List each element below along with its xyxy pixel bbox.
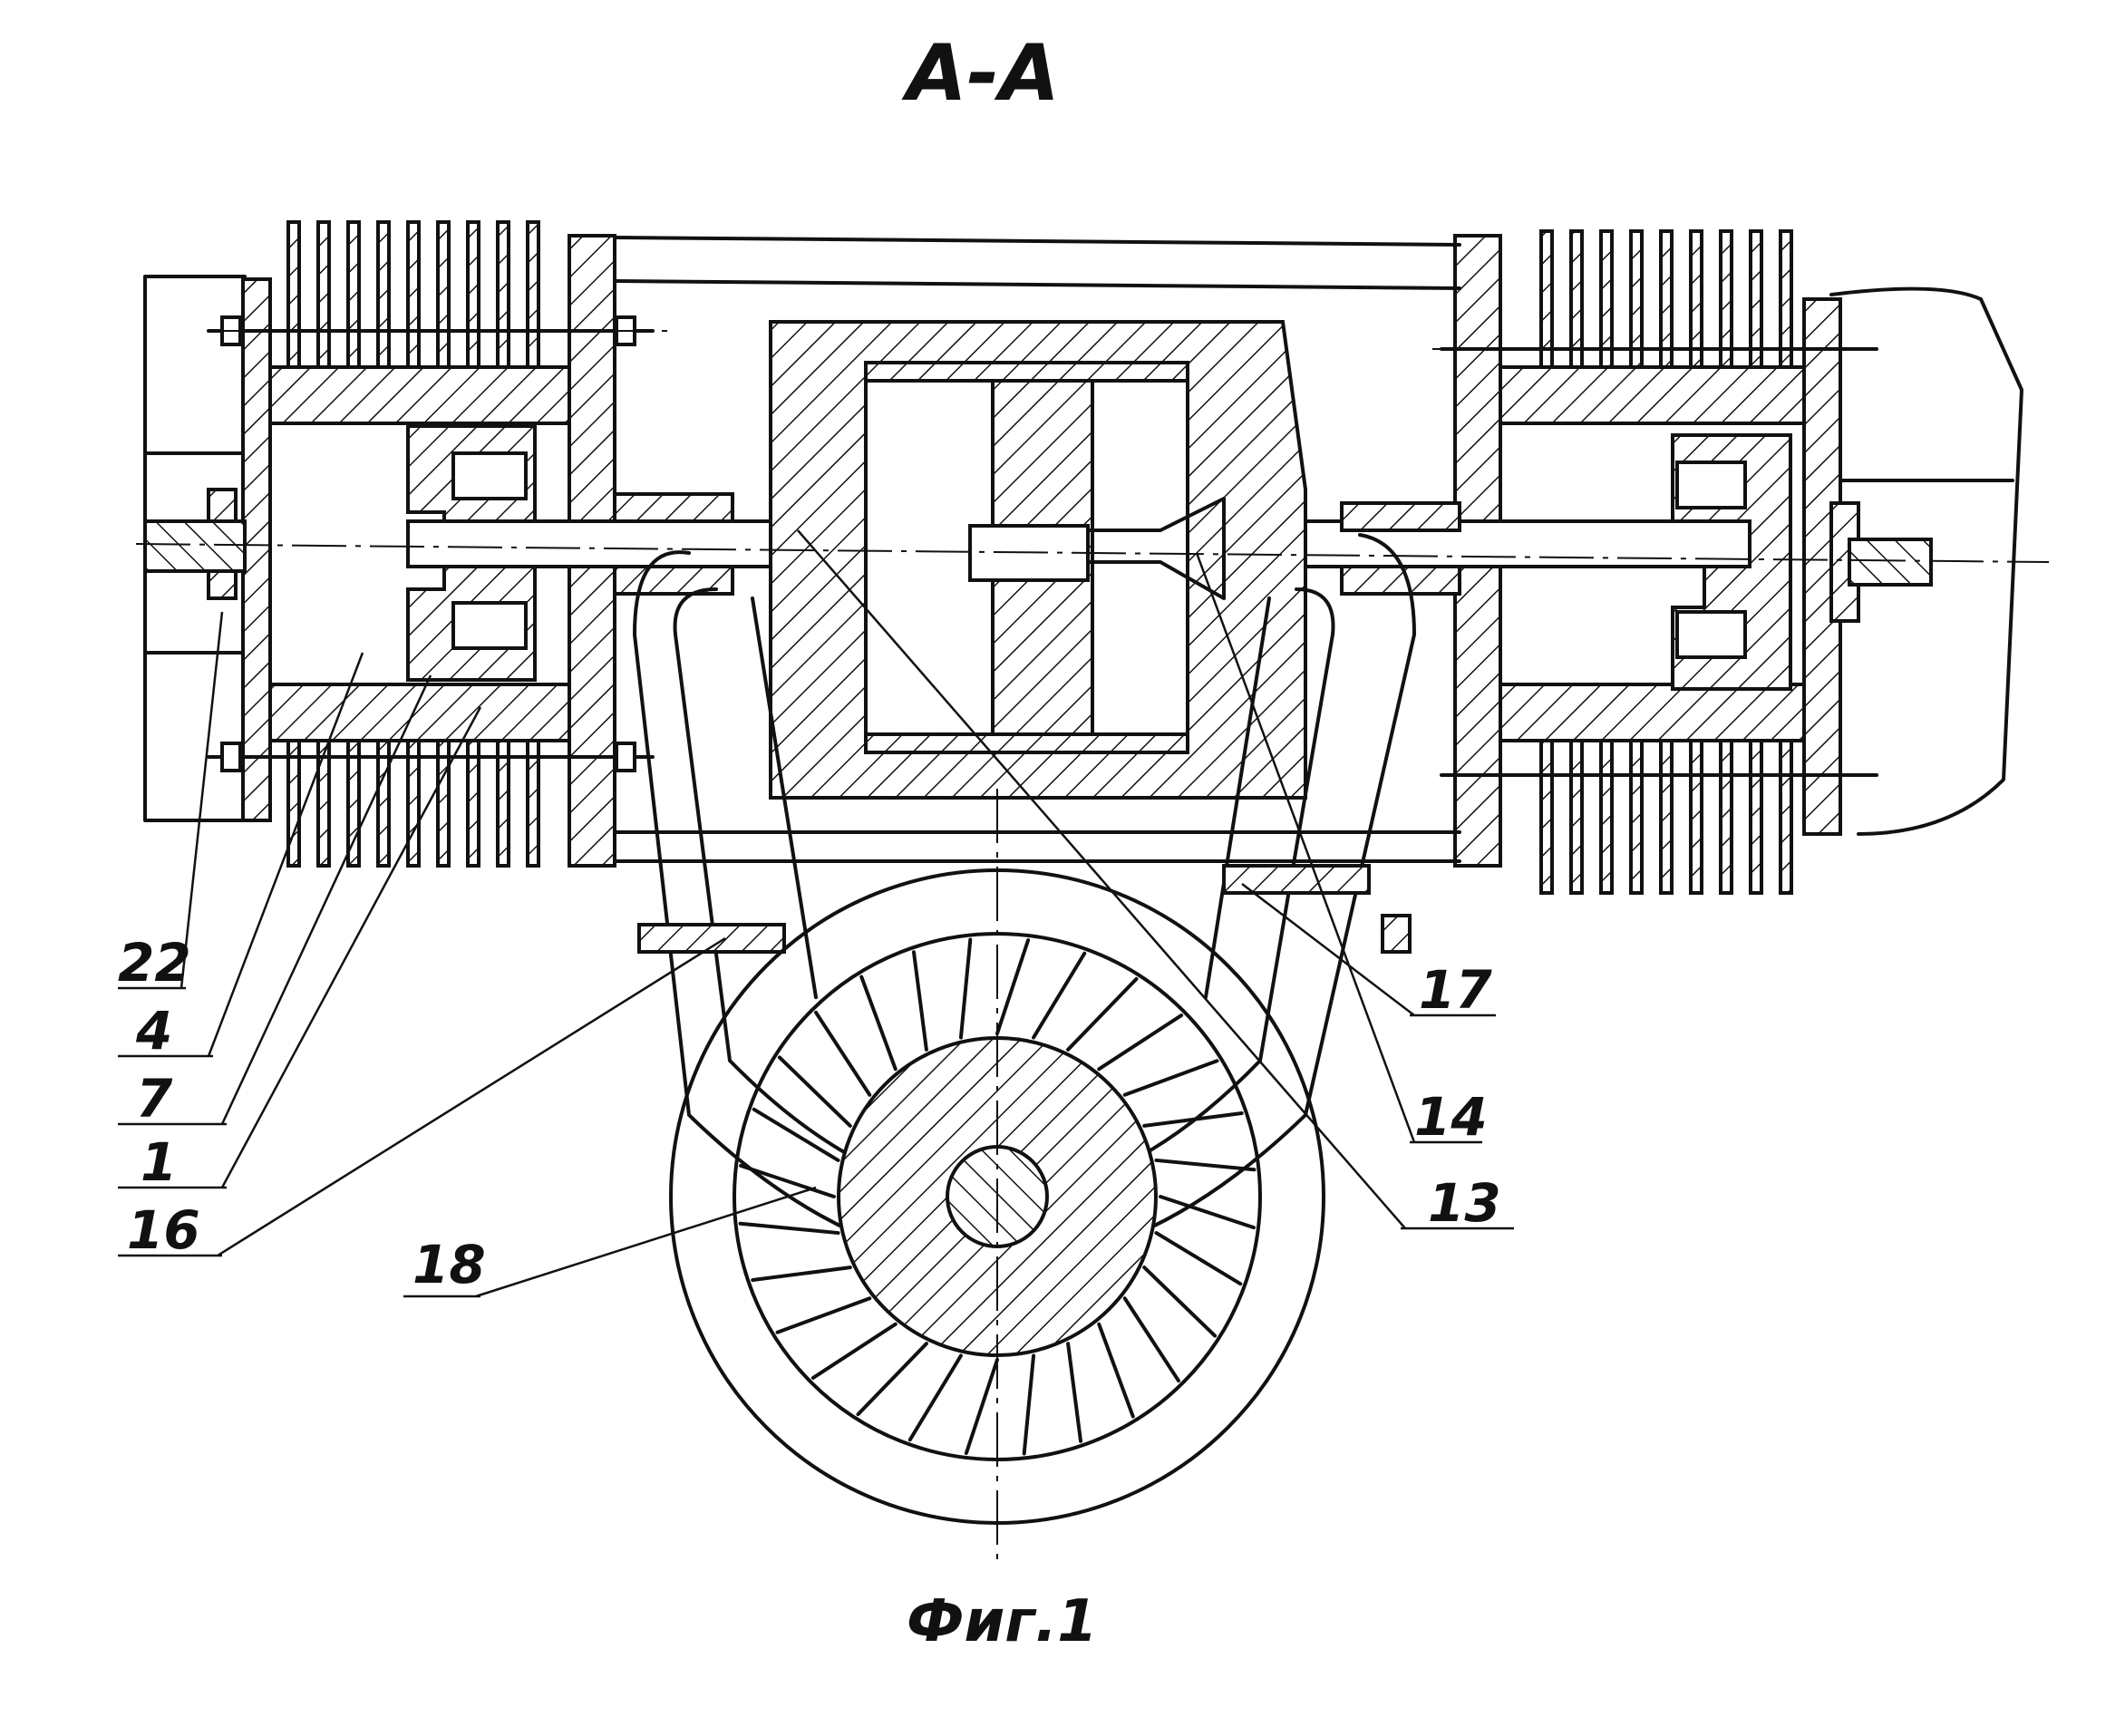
fan-blade xyxy=(1159,1195,1256,1230)
cooling-fin xyxy=(1689,229,1703,369)
callout-22: 22 xyxy=(118,932,191,994)
cooling-fin xyxy=(1629,739,1644,895)
fan-blade xyxy=(1066,1342,1083,1443)
cooling-fin xyxy=(376,739,391,868)
cooling-fin xyxy=(496,220,510,369)
fan-blade xyxy=(1032,951,1087,1040)
fan-blade xyxy=(777,1055,852,1128)
tie-rods xyxy=(615,236,1461,863)
fan-blade xyxy=(1154,1231,1243,1286)
cooling-fin xyxy=(376,220,391,369)
fan-blade xyxy=(1142,1110,1244,1128)
cooling-fin xyxy=(436,220,451,369)
fan-blade xyxy=(814,1010,872,1097)
fan-blade xyxy=(856,1342,928,1417)
cooling-fin xyxy=(526,220,540,369)
callout-14: 14 xyxy=(1414,1086,1488,1148)
central-block xyxy=(769,320,1307,800)
callout-18: 18 xyxy=(412,1234,486,1295)
fan-blade xyxy=(752,1107,840,1162)
axis-lines xyxy=(135,330,2050,1568)
right-plug xyxy=(1829,501,1933,623)
fan-blade xyxy=(911,950,928,1052)
fan-blade xyxy=(738,1221,840,1236)
fan-blade xyxy=(1097,1322,1135,1419)
fan-blade xyxy=(995,938,1031,1035)
cooling-fin xyxy=(1689,739,1703,895)
cooling-fin xyxy=(1749,229,1763,369)
cooling-fin xyxy=(1779,739,1793,895)
fan-blade xyxy=(1022,1353,1036,1456)
fan-blade xyxy=(907,1353,963,1442)
cooling-fin xyxy=(286,220,301,369)
cooling-fin xyxy=(1719,229,1733,369)
cooling-fin xyxy=(1539,739,1554,895)
callout-13: 13 xyxy=(1428,1172,1501,1234)
cooling-fin xyxy=(346,220,361,369)
cooling-fin xyxy=(1569,739,1584,895)
cooling-fin xyxy=(466,220,480,369)
cooling-fin xyxy=(1539,229,1554,369)
callout-4: 4 xyxy=(135,1000,172,1062)
cooling-fin xyxy=(1569,229,1584,369)
fan-blade xyxy=(859,975,898,1072)
cooling-fin xyxy=(1659,739,1674,895)
cooling-fin xyxy=(286,739,301,868)
fan-blade xyxy=(1097,1013,1184,1072)
cooling-fin xyxy=(1719,739,1733,895)
fan-blade xyxy=(958,937,973,1040)
fan-blade xyxy=(964,1358,999,1455)
callout-16: 16 xyxy=(127,1199,200,1261)
cooling-fin xyxy=(466,739,480,868)
cooling-fin xyxy=(1599,739,1614,895)
cooling-fin xyxy=(1779,229,1793,369)
cooling-fin xyxy=(1599,229,1614,369)
cooling-fin xyxy=(1629,229,1644,369)
cooling-fin xyxy=(316,220,331,369)
cooling-fin xyxy=(526,739,540,868)
fan-blade xyxy=(810,1322,898,1380)
cooling-fin xyxy=(406,739,421,868)
fan-blade xyxy=(1122,1296,1180,1383)
cooling-fin xyxy=(1749,739,1763,895)
fan-blade xyxy=(751,1266,852,1283)
cooling-fin xyxy=(316,739,331,868)
fan-blade xyxy=(1142,1266,1218,1338)
cooling-fin xyxy=(1659,229,1674,369)
callout-1: 1 xyxy=(141,1131,177,1193)
callout-7: 7 xyxy=(136,1068,173,1130)
cooling-fin xyxy=(406,220,421,369)
leader-lines xyxy=(118,529,1514,1298)
fan-blade xyxy=(1066,976,1139,1052)
fan-blade xyxy=(1154,1158,1257,1172)
section-title: А-А xyxy=(901,28,1060,119)
cooling-fin xyxy=(436,739,451,868)
fan-blade xyxy=(775,1296,872,1334)
figure-caption: Фиг.1 xyxy=(907,1588,1098,1655)
cooling-fin xyxy=(496,739,510,868)
callout-17: 17 xyxy=(1419,959,1492,1021)
fan-blade xyxy=(1122,1059,1219,1097)
callout-labels: 22 4 7 1 16 18 17 14 13 xyxy=(118,932,1501,1295)
fan-blade xyxy=(739,1163,836,1198)
